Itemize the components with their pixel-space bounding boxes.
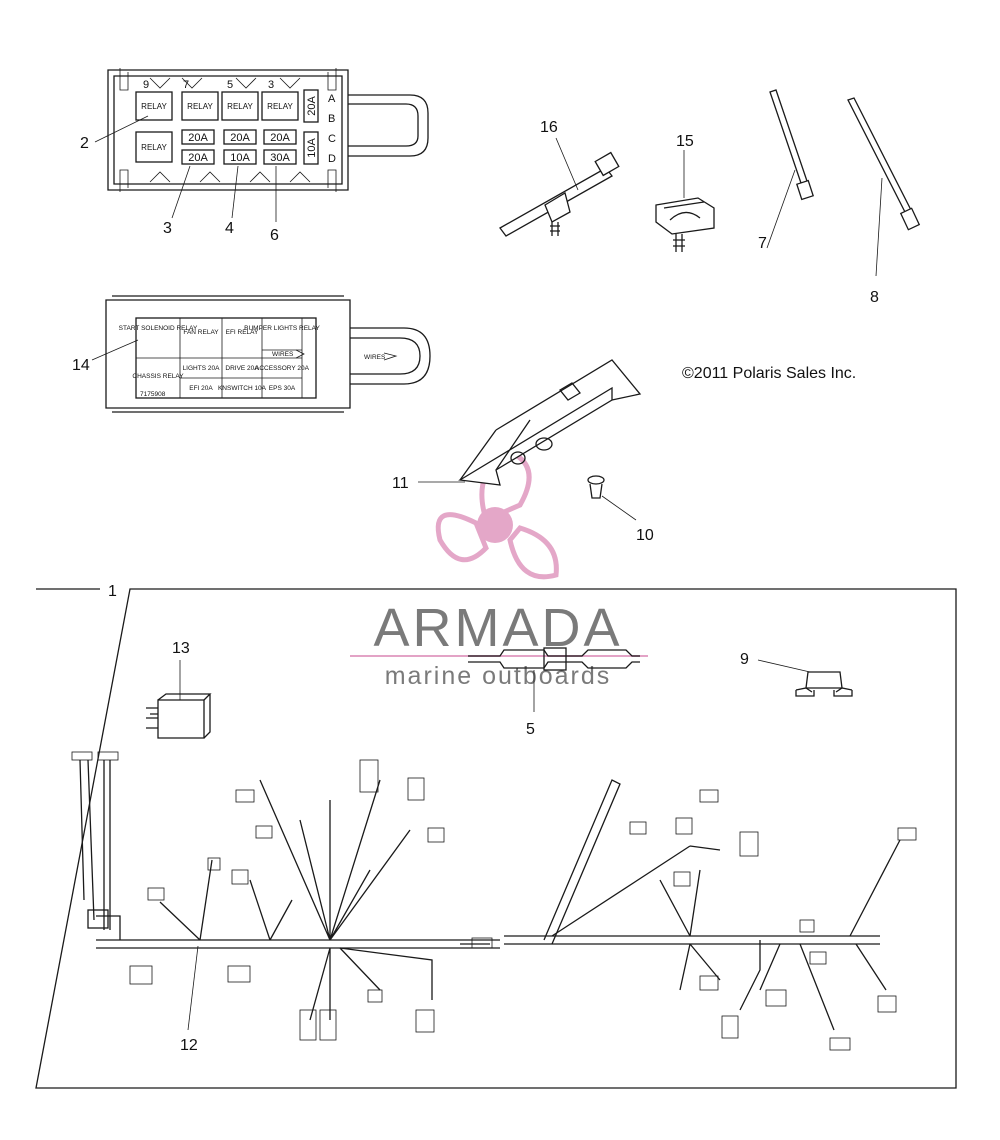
cover-cell: DRIVE 20A [225,365,259,372]
callout-5: 5 [526,721,535,738]
callout-11: 11 [392,475,409,492]
side-letter: C [328,133,336,145]
callout-10: 10 [636,527,654,544]
fuse-cover: START SOLENOID RELAY FAN RELAY EFI RELAY… [105,295,431,413]
side-fuse-value: 20A [306,96,318,116]
relay-slot-4 [261,91,299,121]
side-letter: D [328,153,336,165]
relay-label: RELAY [187,102,213,111]
cover-cell: BUMPER LIGHTS RELAY [244,325,320,332]
fuse-value: 20A [230,132,250,144]
fuse-box-assembly: RELAY RELAY RELAY RELAY RELAY 20A 20A 20… [107,68,429,192]
callout-4: 4 [225,220,234,237]
fuse-value: 30A [270,152,290,164]
slot-number: 7 [183,79,189,91]
cover-cell: KNSWITCH 10A [218,385,267,392]
callout-9: 9 [740,651,749,668]
relay-slot-2 [181,91,219,121]
relay-slot-3 [221,91,259,121]
callout-14: 14 [72,357,90,374]
callout-15: 15 [676,133,694,150]
cover-part-number: 7175908 [140,391,166,398]
main-wiring-harness-left [71,751,500,1041]
relay-slot-1 [135,91,173,121]
harness-clip [655,197,715,252]
slot-number: 5 [227,79,233,91]
cover-cell: START SOLENOID RELAY [119,325,198,332]
cover-cell: EFI 20A [189,385,213,392]
cover-cell: CHASSIS RELAY [132,373,184,380]
cable-tie-long [847,97,921,231]
relay-label: RELAY [267,102,293,111]
callout-13: 13 [172,640,190,657]
relay-slot-5 [135,131,173,163]
callout-8: 8 [870,289,879,306]
cover-tab-label: WIRES [364,354,386,361]
push-rivet [587,475,605,499]
fuse-value: 10A [230,152,250,164]
inline-fuse-holder [468,647,640,671]
cover-cell: EPS 30A [269,385,296,392]
callout-7: 7 [758,235,767,252]
copyright-text: ©2011 Polaris Sales Inc. [682,365,856,382]
side-letter: A [328,93,336,105]
fuse-value: 20A [188,152,208,164]
harness-frame [35,588,957,1089]
mounting-bracket [458,359,642,486]
relay-part [146,693,212,739]
fuse-value: 20A [188,132,208,144]
cover-cell: EFI RELAY [226,329,259,336]
callout-1: 1 [108,583,117,600]
watermark-brand: ARMADA [373,598,622,658]
side-letter: B [328,113,335,125]
watermark-tagline: marine outboards [385,662,612,690]
slot-number: 3 [268,79,274,91]
callout-12: 12 [180,1037,198,1054]
circuit-breaker [795,671,853,697]
cover-cell: FAN RELAY [183,329,219,336]
fuse-value: 20A [270,132,290,144]
relay-label: RELAY [227,102,253,111]
callout-6: 6 [270,227,279,244]
callout-3: 3 [163,220,172,237]
callout-2: 2 [80,135,89,152]
main-wiring-harness-right [504,779,917,1051]
cover-arrow-label: WIRES [272,351,294,358]
cover-cell: ACCESSORY 20A [255,365,310,372]
relay-label: RELAY [141,143,167,152]
callout-16: 16 [540,119,558,136]
slot-number: 9 [143,79,149,91]
cable-tie-short [769,89,814,201]
cable-tie-mount [499,151,620,237]
side-fuse-value: 10A [306,138,318,158]
relay-label: RELAY [141,102,167,111]
cover-cell: LIGHTS 20A [183,365,221,372]
